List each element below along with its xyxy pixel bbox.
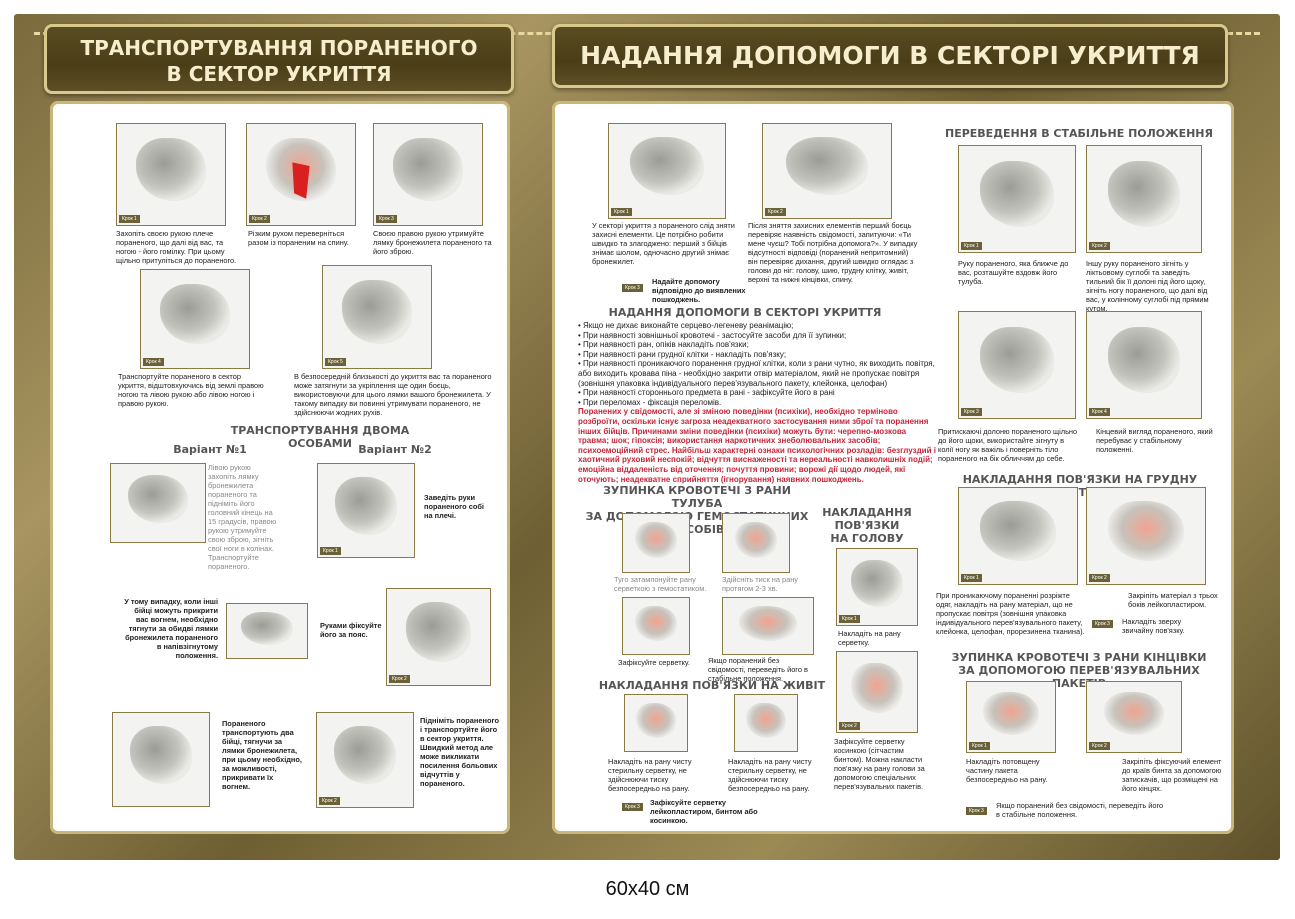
stable-step-4-caption: Кінцевий вигляд пораненого, який перебув… (1096, 427, 1213, 454)
intro-caption-3: Надайте допомогу відповідно до виявлених… (652, 277, 746, 304)
stable-step-3-caption: Притискаючі долоню пораненого щільно до … (938, 427, 1078, 463)
step-4-image: Крок 4 (140, 269, 250, 369)
variant-1-caption: Лівою рукою захопіть лямку бронежилета п… (208, 463, 277, 571)
step-1-image: Крок 1 (116, 123, 226, 226)
variant-1-label: Варіант №1 (173, 443, 247, 456)
head-step-2-image: Крок 2 (836, 651, 918, 733)
two-soldiers-drag-caption: Пораненого транспортують два бійці, тягн… (222, 719, 302, 791)
belly-step-3-caption: Зафіксуйте серветку лейкопластиром, бинт… (650, 798, 758, 825)
stable-position-title: ПЕРЕВЕДЕННЯ В СТАБІЛЬНЕ ПОЛОЖЕННЯ (945, 127, 1213, 140)
torso-step-2-image (722, 513, 790, 573)
step-2-image: Крок 2 (246, 123, 356, 226)
stand-size-label: 60х40 см (605, 878, 690, 900)
chest-step-2-image: Крок 2 (1086, 487, 1206, 585)
lift-carry-caption: Підніміть пораненого і транспортуйте йог… (420, 716, 499, 788)
step-1-caption: Захопіть своєю рукою плече пораненого, щ… (116, 229, 237, 265)
stable-step-2-image: Крок 2 (1086, 145, 1202, 253)
variant-2-caption-b: Руками фіксуйте його за пояс. (320, 621, 382, 639)
help-bullet-list: • Якщо не дихає виконайте серцево-легене… (578, 321, 938, 484)
variant-1-image (110, 463, 206, 543)
torso-step-3-image (622, 597, 690, 655)
step-3-image: Крок 3 (373, 123, 483, 226)
step-4-caption: Транспортуйте пораненого в сектор укритт… (118, 372, 264, 408)
stable-step-2-caption: Іншу руку пораненого зігніть у ліктьовом… (1086, 259, 1209, 313)
head-step-1-image: Крок 1 (836, 548, 918, 626)
section-title-help: НАДАННЯ ДОПОМОГИ В СЕКТОРІ УКРИТТЯ (608, 306, 882, 319)
check-consciousness-image: Крок 2 (762, 123, 892, 219)
belly-step-1-caption: Накладіть на рану чисту стерильну сервет… (608, 757, 692, 793)
torso-step-1-caption: Туго затампонуйте рану серветкою з гемос… (614, 575, 707, 593)
torso-step-4-caption: Якщо поранений без свідомості, переведіт… (708, 656, 808, 683)
chest-step-2-caption: Закріпіть матеріал з трьох боків лейкопл… (1128, 591, 1218, 609)
two-soldiers-drag-image (112, 712, 210, 807)
chest-step-1-caption: При проникаючому пораненні розріжте одяг… (936, 591, 1085, 636)
psych-warning-text: Поранених у свідомості, але зі зміною по… (578, 407, 936, 484)
belly-step-2-image (734, 694, 798, 752)
remove-gear-image: Крок 1 (608, 123, 726, 219)
intro-caption-2: Після зняття захисних елементів перший б… (748, 221, 918, 284)
chest-step-3-caption: Накладіть зверху звичайну пов'язку. (1122, 617, 1185, 635)
step-3-caption: Своєю правою рукою утримуйте лямку броне… (373, 229, 492, 256)
variant-1-alt-caption: У тому випадку, коли інші бійці можуть п… (124, 597, 218, 660)
torso-step-3-caption: Зафіксуйте серветку. (618, 658, 690, 667)
torso-step-2-caption: Здійсніть тиск на рану протягом 2-3 хв. (722, 575, 798, 593)
left-title: ТРАНСПОРТУВАННЯ ПОРАНЕНОГО В СЕКТОР УКРИ… (44, 24, 514, 94)
chest-step-1-image: Крок 1 (958, 487, 1078, 585)
limb-step-1-image: Крок 1 (966, 681, 1056, 753)
limb-step-3-caption: Якщо поранений без свідомості, переведіт… (996, 801, 1164, 819)
two-person-title: ТРАНСПОРТУВАННЯ ДВОМА ОСОБАМИ (230, 424, 410, 450)
stable-step-4-image: Крок 4 (1086, 311, 1202, 419)
limb-step-1-caption: Накладіть потовщену частину пакета безпо… (966, 757, 1048, 784)
intro-caption-1: У секторі укриття з пораненого слід знят… (592, 221, 735, 266)
variant-1-alt-image (226, 603, 308, 659)
stable-step-3-image: Крок 3 (958, 311, 1076, 419)
left-panel: Крок 1 Крок 2 Крок 3 Захопіть своєю руко… (50, 101, 510, 834)
lift-carry-image: Крок 2 (316, 712, 414, 808)
head-step-1-caption: Накладіть на рану серветку. (838, 629, 901, 647)
limb-step-2-caption: Закріпіть фіксуючий елемент до країв бин… (1122, 757, 1222, 793)
step-2-caption: Різким рухом переверніться разом із пора… (248, 229, 349, 247)
stable-step-1-caption: Руку пораненого, яка ближче до вас, розт… (958, 259, 1069, 286)
torso-step-1-image (622, 513, 690, 573)
right-panel: Крок 1 Крок 2 У секторі укриття з поране… (552, 101, 1234, 834)
variant-2-image-a: Крок 1 (317, 463, 415, 558)
belly-step-1-image (624, 694, 688, 752)
step-5-image: Крок 5 (322, 265, 432, 369)
variant-2-label: Варіант №2 (358, 443, 432, 456)
right-title: НАДАННЯ ДОПОМОГИ В СЕКТОРІ УКРИТТЯ (552, 24, 1228, 88)
stable-step-1-image: Крок 1 (958, 145, 1076, 253)
belly-bandage-title: НАКЛАДАННЯ ПОВ'ЯЗКИ НА ЖИВІТ (598, 679, 826, 692)
head-step-2-caption: Зафіксуйте серветку косинкою (сітчастим … (834, 737, 925, 791)
torso-step-4-image (722, 597, 814, 655)
limb-step-2-image: Крок 2 (1086, 681, 1182, 753)
variant-2-caption-a: Заведіть руки пораненого собі на плечі. (424, 493, 484, 520)
variant-2-image-b: Крок 2 (386, 588, 491, 686)
belly-step-2-caption: Накладіть на рану чисту стерильну сервет… (728, 757, 812, 793)
step-5-caption: В безпосередній близькості до укриття ва… (294, 372, 492, 417)
